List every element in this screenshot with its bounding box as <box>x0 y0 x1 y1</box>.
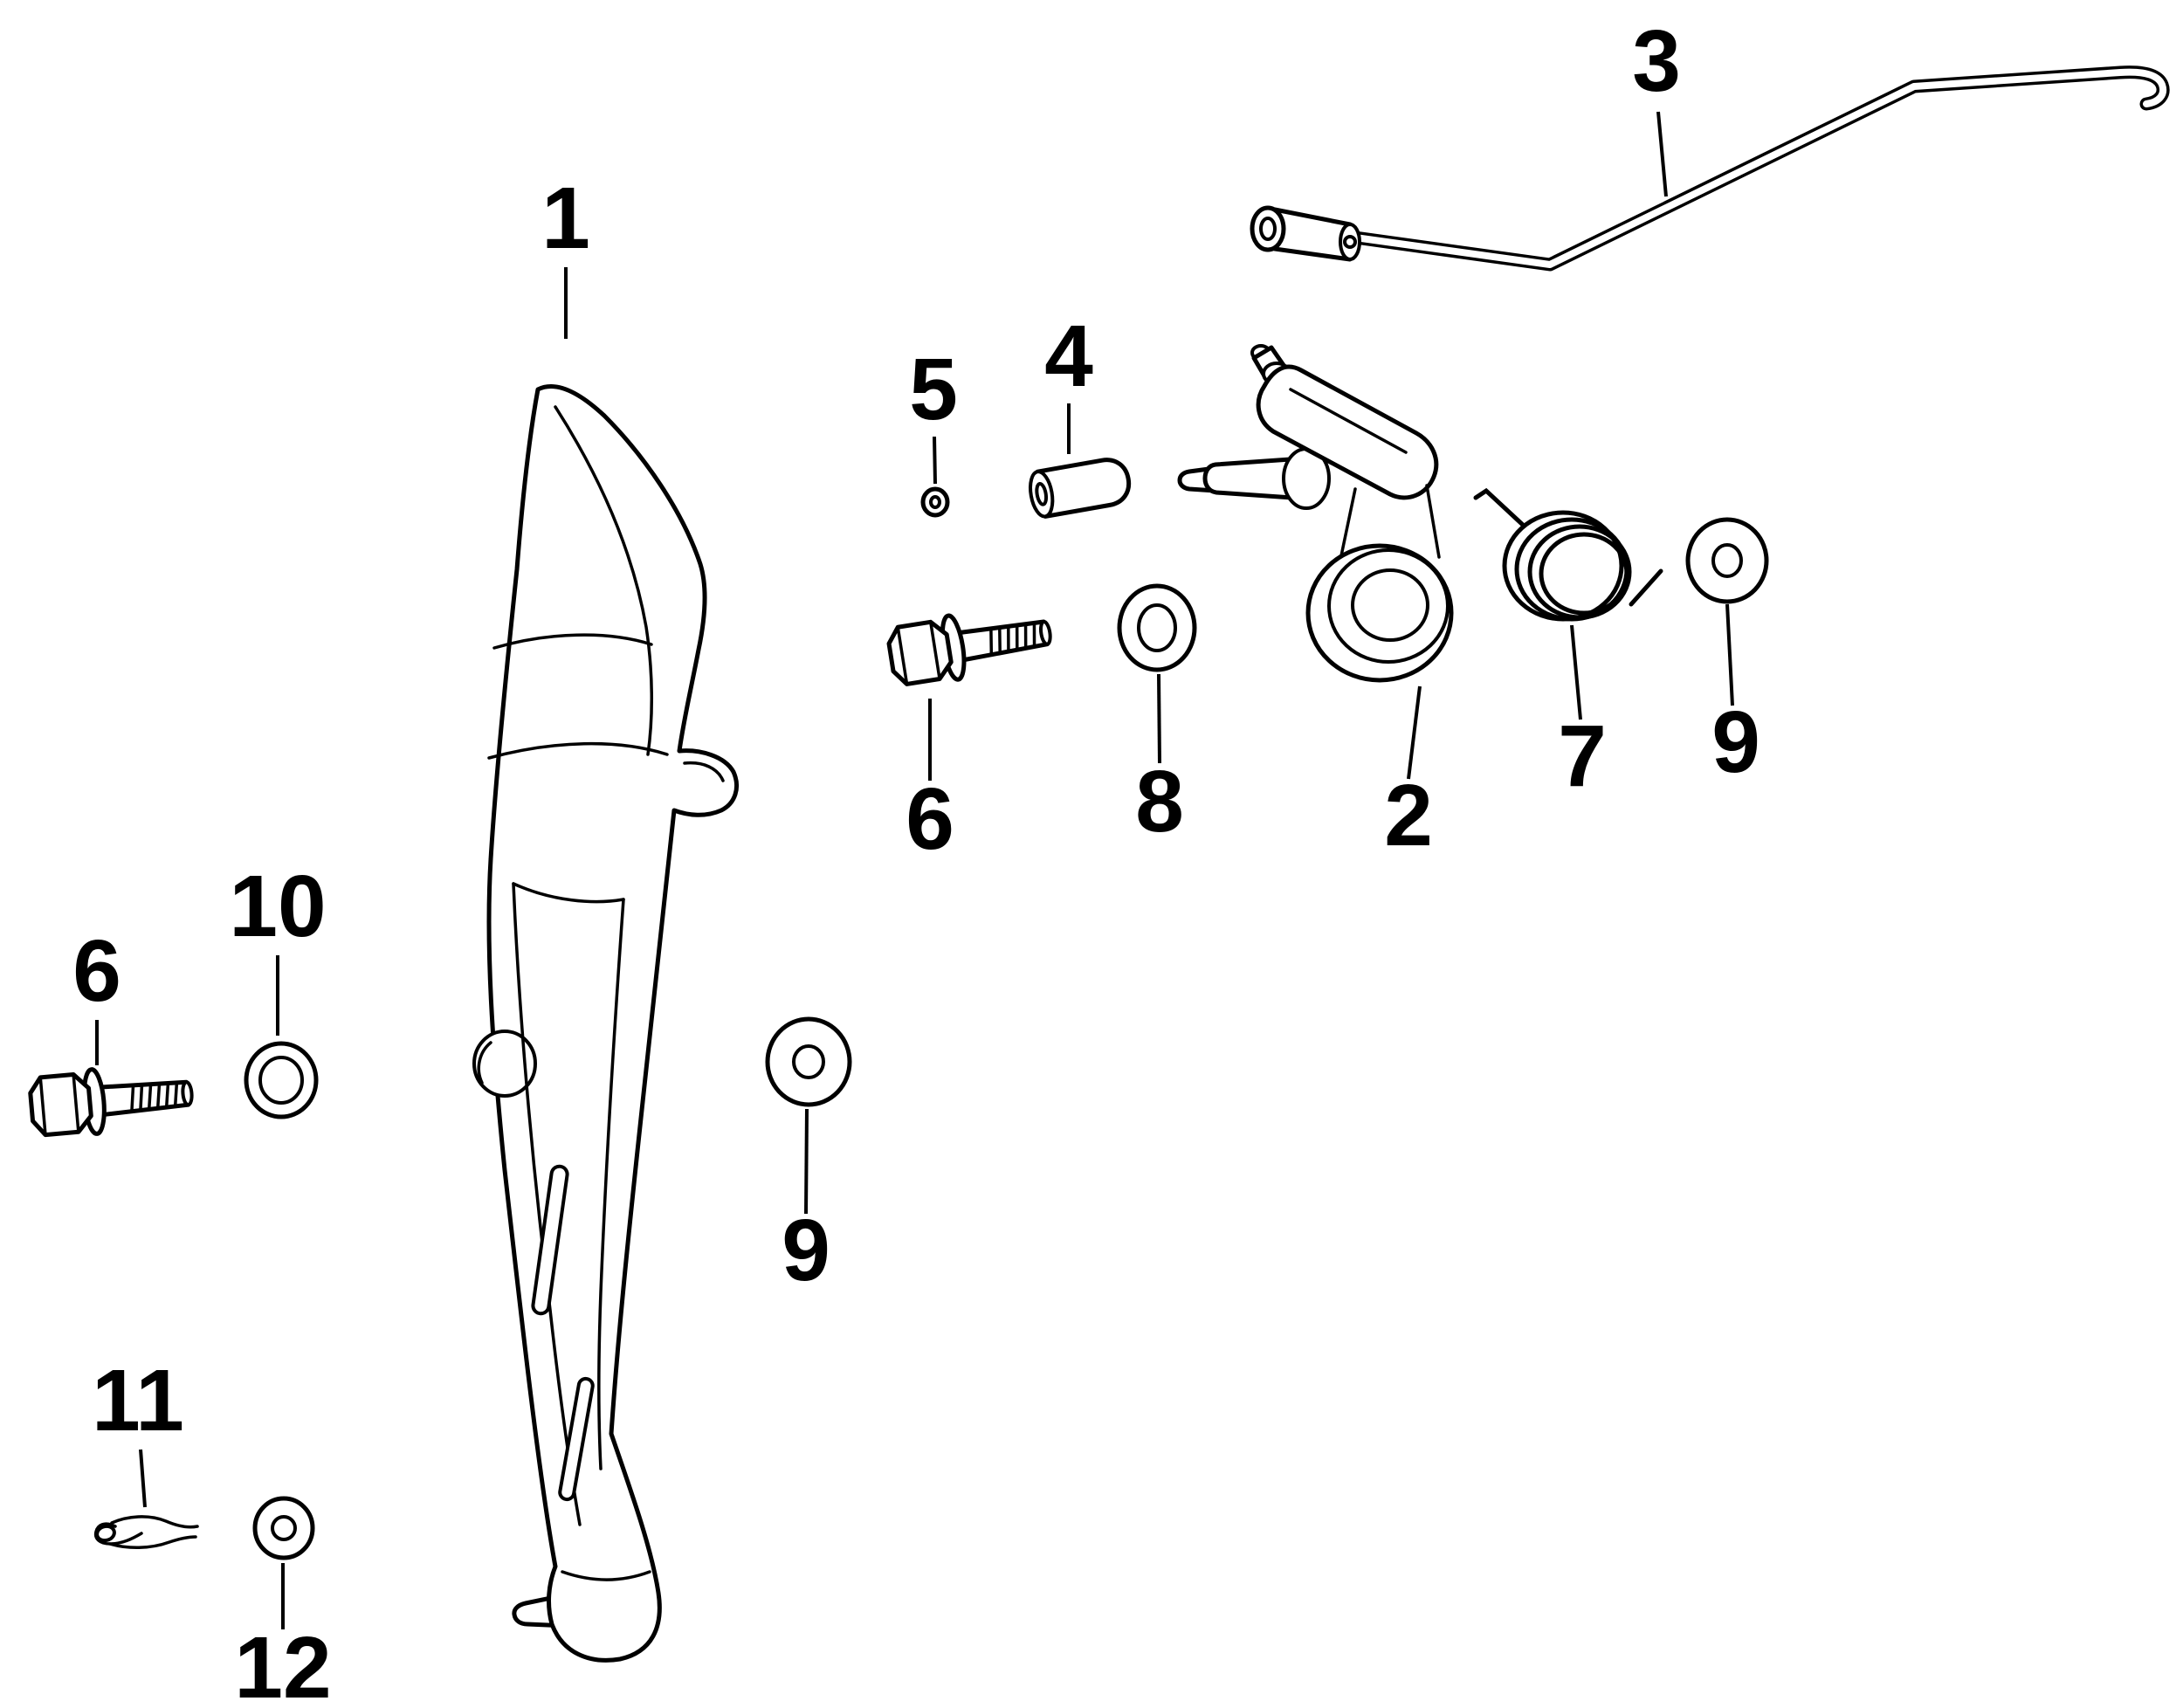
callout-10: 10 <box>229 857 327 1036</box>
part-12-washer <box>252 1496 315 1560</box>
callout-9-center: 9 <box>782 1108 830 1299</box>
part-11-cotter-pin <box>93 1515 199 1550</box>
callout-2: 2 <box>1384 685 1433 864</box>
callout-label-9-center: 9 <box>782 1202 830 1299</box>
part-6-bolt-left <box>29 1061 195 1140</box>
part-7-torsion-spring <box>1473 487 1663 622</box>
callout-label-5: 5 <box>909 341 958 438</box>
callout-label-10: 10 <box>229 857 326 955</box>
callout-12: 12 <box>234 1563 332 1708</box>
part-4-bushing <box>1029 458 1132 519</box>
callout-9-right: 9 <box>1711 603 1760 791</box>
callout-7: 7 <box>1558 624 1607 805</box>
callout-label-9-right: 9 <box>1711 693 1760 791</box>
callout-6-center: 6 <box>906 699 954 868</box>
callout-label-7: 7 <box>1558 707 1607 805</box>
part-2-shift-linkage-arm <box>1177 344 1454 683</box>
callout-label-6-center: 6 <box>906 770 954 868</box>
callout-label-6-left: 6 <box>72 922 121 1020</box>
callout-6-left: 6 <box>72 922 121 1065</box>
part-9-washer-center <box>765 1016 852 1107</box>
part-8-washer <box>1117 583 1197 672</box>
part-3-link-rod <box>1250 65 2170 272</box>
callout-label-2: 2 <box>1384 767 1433 864</box>
callout-8: 8 <box>1135 673 1184 851</box>
callout-label-12: 12 <box>234 1619 331 1708</box>
callout-label-1: 1 <box>541 169 590 267</box>
callout-3: 3 <box>1632 12 1681 197</box>
callout-label-4: 4 <box>1044 307 1093 405</box>
callout-label-3: 3 <box>1632 12 1681 110</box>
callout-5: 5 <box>909 341 958 485</box>
part-10-washer <box>244 1041 319 1119</box>
part-5-small-washer <box>920 486 950 518</box>
callout-1: 1 <box>541 169 590 339</box>
callout-4: 4 <box>1044 307 1093 454</box>
part-9-washer-right <box>1685 517 1769 604</box>
part-1-shift-lever <box>472 384 739 1663</box>
callouts: 1 3 5 4 6 8 2 7 <box>72 12 1760 1708</box>
callout-label-11: 11 <box>92 1352 184 1450</box>
part-6-bolt-center <box>886 601 1055 690</box>
callout-11: 11 <box>92 1352 184 1508</box>
callout-label-8: 8 <box>1135 753 1184 851</box>
